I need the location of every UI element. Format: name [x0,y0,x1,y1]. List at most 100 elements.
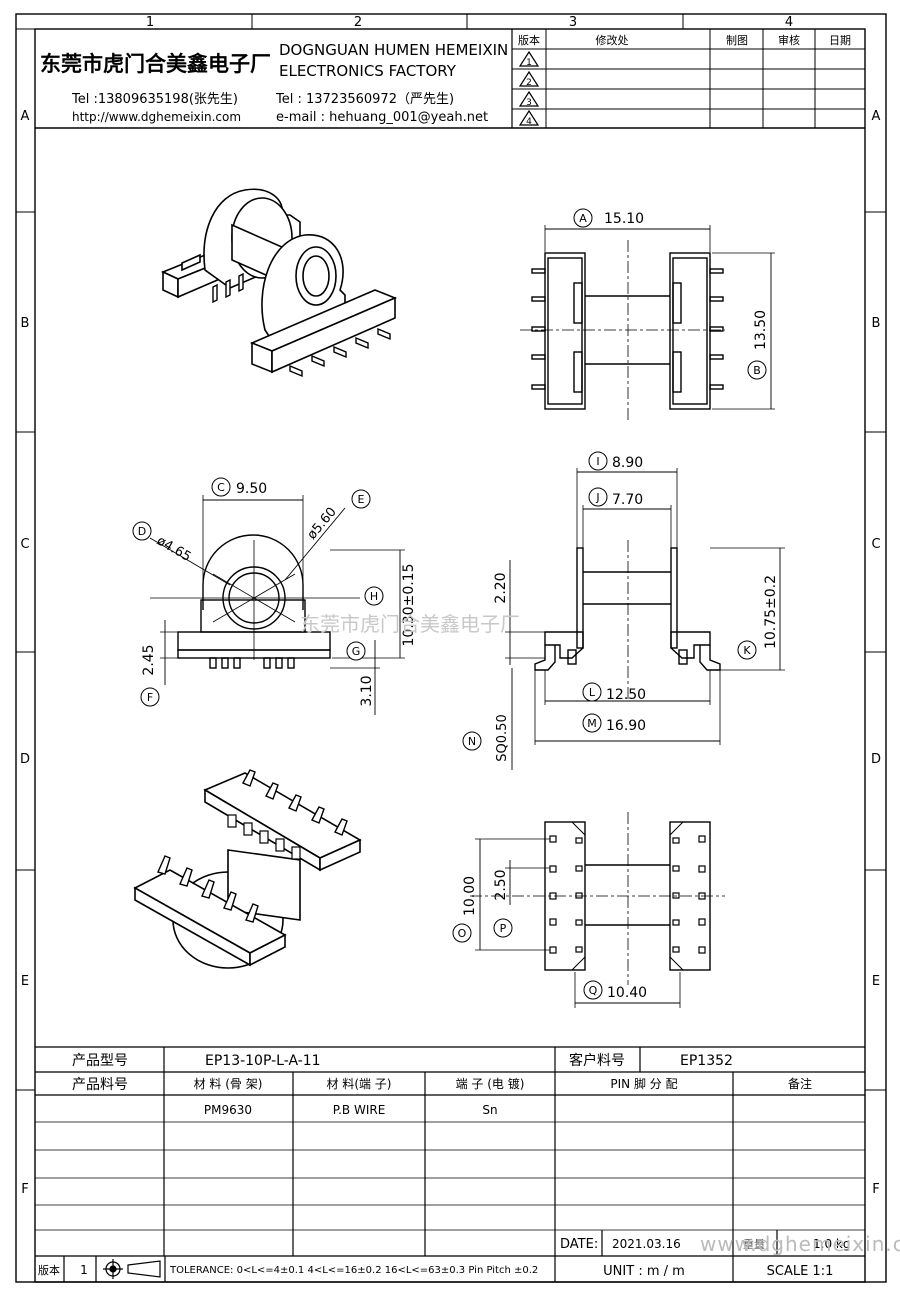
col-material-terminal: 材 料(端 子) [327,1077,392,1091]
row-label-b-left: B [21,316,30,331]
svg-text:H: H [370,590,378,603]
row-label-a-left: A [21,109,30,124]
svg-text:10.00: 10.00 [462,876,478,916]
value-terminal-plating: Sn [482,1103,497,1117]
rev-header-version: 版本 [518,33,540,47]
value-customer-part: EP1352 [680,1053,733,1069]
product-table-lines [35,1046,865,1282]
svg-text:K: K [743,644,751,657]
svg-text:O: O [458,927,467,940]
iso-view-top [160,188,398,378]
dim-2-20: 2.20 [493,572,509,603]
col-material-frame: 材 料 (骨 架) [194,1077,263,1091]
date-value: 2021.03.16 [612,1237,681,1251]
rev-header-drawn: 制图 [726,34,748,47]
unit-text: UNIT : m / m [603,1264,685,1279]
watermark-cn: 东莞市虎门合美鑫电子厂 [300,612,520,636]
svg-text:B: B [753,364,761,377]
row-label-a-right: A [872,109,881,124]
label-model: 产品型号 [72,1053,128,1069]
svg-text:10.75±0.2: 10.75±0.2 [763,575,779,649]
svg-text:7.70: 7.70 [612,492,643,508]
company-name-en-2: ELECTRONICS FACTORY [279,62,457,80]
svg-text:8.90: 8.90 [612,455,643,471]
revision-table [512,29,865,128]
date-label: DATE: [560,1237,598,1252]
top-view [520,225,775,420]
svg-text:N: N [468,735,476,748]
col-label-3: 3 [569,15,577,30]
svg-text:13.50: 13.50 [753,310,769,350]
dim-o: O 10.00 [452,876,478,943]
svg-text:15.10: 15.10 [604,211,644,227]
svg-text:2.45: 2.45 [141,644,157,675]
dim-k: K 10.75±0.2 [737,575,779,660]
svg-text:3.10: 3.10 [359,675,375,706]
rev-header-check: 审核 [778,33,800,47]
svg-text:J: J [595,491,599,504]
label-part-number: 产品料号 [72,1077,128,1093]
svg-text:ø4.65: ø4.65 [154,533,193,564]
dim-l: L 12.50 [582,682,646,703]
svg-text:M: M [587,717,597,730]
bottom-view [470,812,725,1008]
dim-b: B 13.50 [747,310,769,380]
value-material-terminal: P.B WIRE [333,1103,386,1117]
row-label-e-right: E [872,974,880,989]
svg-text:2: 2 [526,78,532,88]
col-label-1: 1 [146,15,154,30]
email: e-mail : hehuang_001@yeah.net [276,110,488,125]
projection-symbol-icon [103,1259,161,1279]
svg-text:C: C [217,481,225,494]
row-label-e-left: E [21,974,29,989]
dim-f: F2.45 [140,644,160,707]
dim-a: A 15.10 [573,208,644,228]
tel-2: Tel : 13723560972（严先生) [275,92,454,107]
svg-text:E: E [358,493,365,506]
watermark-url: www.dghemeixin.com [700,1232,900,1256]
label-customer-part: 客户料号 [569,1052,625,1069]
dim-j: J 7.70 [588,487,643,508]
dim-p: P2.50 [493,869,513,938]
website: http://www.dghemeixin.com [72,110,241,124]
col-label-2: 2 [354,15,362,30]
svg-text:1: 1 [526,58,532,68]
tolerance-text: TOLERANCE: 0<L<=4±0.1 4<L<=16±0.2 16<L<=… [169,1265,538,1276]
dim-d: Dø4.65 [132,521,193,565]
row-label-c-left: C [20,537,29,552]
row-label-d-left: D [20,752,30,767]
rev-mark-3: 3 [518,90,540,108]
col-terminal-plating: 端 子 (电 镀) [456,1077,525,1091]
front-view [149,495,405,715]
row-label-b-right: B [872,316,881,331]
row-label-c-right: C [871,537,880,552]
dim-g: G3.10 [346,641,375,707]
col-note: 备注 [788,1076,812,1091]
value-model: EP13-10P-L-A-11 [205,1053,321,1069]
col-label-4: 4 [785,15,793,30]
svg-text:12.50: 12.50 [606,687,646,703]
weight-value: 1.0 kg [813,1237,850,1251]
svg-text:L: L [589,686,596,699]
rev-mark-2: 2 [518,70,540,88]
svg-text:2.50: 2.50 [493,869,509,900]
weight-label: 重量 [743,1237,765,1251]
svg-text:3: 3 [526,98,532,108]
row-label-d-right: D [871,752,881,767]
svg-text:ø5.60: ø5.60 [305,505,340,543]
svg-text:4: 4 [526,117,532,127]
rev-mark-1: 1 [518,50,540,68]
svg-text:10.30±0.15: 10.30±0.15 [401,564,417,647]
tel-1: Tel :13809635198(张先生) [71,92,238,107]
iso-view-bottom [133,769,362,969]
svg-text:2.20: 2.20 [493,572,509,603]
side-view [505,468,785,770]
svg-text:A: A [579,212,587,225]
company-name-cn: 东莞市虎门合美鑫电子厂 [40,52,271,76]
